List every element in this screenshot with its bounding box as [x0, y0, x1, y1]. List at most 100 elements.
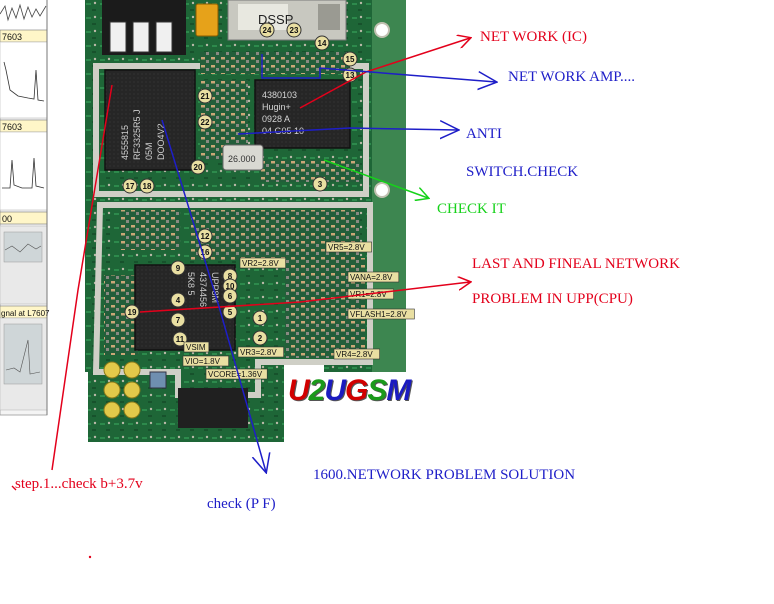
test-pad-number: 15	[346, 55, 355, 64]
crystal	[222, 144, 264, 171]
test-pad: 22	[197, 114, 213, 130]
label-solution-title: 1600.NETWORK PROBLEM SOLUTION	[313, 467, 576, 483]
label-switch-check: SWITCH.CHECK	[466, 164, 579, 180]
annotation-arrows	[11, 38, 496, 559]
test-pad-circle	[286, 22, 302, 38]
test-pad-circle	[252, 310, 268, 326]
test-pad: 1	[252, 310, 268, 326]
test-pad-number: 5	[228, 308, 233, 317]
rail-label-box	[347, 271, 400, 283]
u2ugsm-logo: U2UGSM	[288, 374, 411, 408]
rail-label-box	[182, 355, 229, 367]
test-pad-number: 16	[201, 248, 210, 257]
rail-label-text: VR4=2.8V	[336, 350, 373, 359]
test-pad: 14	[314, 35, 330, 51]
arrow-anti-switch	[237, 128, 458, 134]
test-pad-number: 19	[128, 308, 137, 317]
test-pad-circle	[170, 292, 186, 308]
rail-label-text: VR5=2.8V	[328, 243, 365, 252]
rail-label: VIO=1.8V	[182, 355, 229, 367]
test-pad: 17	[122, 178, 138, 194]
hugin-marking-line: 4380103	[262, 90, 297, 100]
test-pad: 11	[172, 331, 188, 347]
test-pad-circle	[170, 260, 186, 276]
pa-marking-line: 05M	[144, 142, 154, 160]
test-pad-circle	[170, 312, 186, 328]
test-pad-circle	[197, 114, 213, 130]
test-pad: 6	[222, 288, 238, 304]
arrow-upp-problem	[139, 282, 470, 313]
test-pad: 15	[342, 51, 358, 67]
dot-mark	[88, 555, 92, 559]
pa-chip-marking: 4555815 RF3325R5 J 05M DOO4V2	[120, 109, 166, 160]
arrow-network-amp	[261, 54, 496, 82]
label-problem-upp: PROBLEM IN UPP(CPU)	[472, 291, 633, 307]
test-pad-number: 20	[194, 163, 203, 172]
test-pad-number: 18	[143, 182, 152, 191]
rail-label: VSIM	[183, 341, 210, 353]
logo-letter: G	[345, 374, 368, 407]
rail-label-text: VR2=2.8V	[242, 259, 279, 268]
test-pad-number: 12	[201, 232, 210, 241]
test-pad-number: 14	[318, 39, 327, 48]
logo-letter: 2	[308, 374, 326, 407]
logo-letter: M	[386, 374, 411, 407]
test-pad-number: 2	[258, 334, 263, 343]
rail-label-text: VANA=2.8V	[350, 273, 393, 282]
rail-label-text: VIO=1.8V	[185, 357, 221, 366]
rail-label: VR2=2.8V	[239, 257, 286, 269]
test-pad: 24	[259, 22, 275, 38]
logo-letter: U	[324, 374, 346, 407]
test-pad-circle	[252, 330, 268, 346]
test-pad-number: 6	[228, 292, 233, 301]
test-pad-number: 22	[201, 118, 210, 127]
test-pad-number: 24	[263, 26, 272, 35]
test-pad-number: 3	[318, 180, 323, 189]
test-pad-circle	[190, 159, 206, 175]
strip-label: 00	[2, 214, 12, 224]
rail-label-text: VFLASH1=2.8V	[350, 310, 407, 319]
hook-mark	[11, 485, 17, 491]
test-pad-number: 21	[201, 92, 210, 101]
test-pad-number: 23	[290, 26, 299, 35]
rail-label-box	[183, 341, 210, 353]
label-network-ic: NET WORK (IC)	[480, 29, 587, 45]
arrow-step1	[51, 84, 113, 471]
test-pad-number: 9	[176, 264, 181, 273]
hugin-marking-line: 0928 A	[262, 114, 290, 124]
test-pad-circle	[124, 304, 140, 320]
crystal-marking: 26.000	[228, 154, 256, 164]
test-pad-number: 13	[346, 71, 355, 80]
test-pad-circle	[314, 35, 330, 51]
rail-label-box	[237, 346, 284, 358]
test-pad-number: 11	[176, 335, 185, 344]
pa-marking-line: 4555815	[120, 125, 130, 160]
label-anti: ANTI	[466, 126, 502, 142]
test-pad: 4	[170, 292, 186, 308]
rail-label-text: VSIM	[186, 343, 206, 352]
strip-label: 7603	[2, 32, 22, 42]
arrow-check-pf	[161, 119, 266, 472]
test-pad: 23	[286, 22, 302, 38]
test-pad: 5	[222, 304, 238, 320]
test-pad: 12	[197, 228, 213, 244]
test-pad-circle	[172, 331, 188, 347]
rail-label: VFLASH1=2.8V	[347, 308, 415, 320]
test-pad-circle	[222, 288, 238, 304]
label-step1: step.1...check b+3.7v	[15, 476, 143, 492]
rail-label-box	[325, 241, 372, 253]
test-pad: 19	[124, 304, 140, 320]
pa-marking-line: DOO4V2	[156, 123, 166, 160]
upp-marking-line: UPP8M	[210, 272, 220, 303]
logo-letter: S	[367, 374, 387, 407]
label-check-pf: check (P F)	[207, 496, 276, 512]
rail-label-box	[347, 308, 415, 320]
hugin-chip	[254, 79, 351, 149]
strip-label: gnal at L7607	[1, 309, 50, 318]
oscilloscope-strip	[0, 0, 48, 416]
test-pad-circle	[342, 51, 358, 67]
test-pad-number: 10	[226, 282, 235, 291]
rail-label: VANA=2.8V	[347, 271, 400, 283]
label-last-network: LAST AND FINEAL NETWORK	[472, 256, 680, 272]
